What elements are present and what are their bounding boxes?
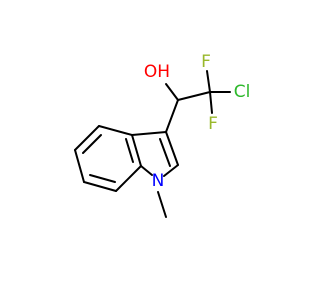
molecule-diagram: OH F F Cl N	[74, 52, 250, 218]
bond-n1-c7a	[140, 165, 153, 176]
bond-c2-n1	[163, 164, 179, 177]
atom-labels: OH F F Cl N	[144, 52, 250, 191]
bond-c6-c7-inner	[89, 174, 116, 183]
bond-c-f-bottom	[209, 91, 213, 114]
structure-drawing: OH F F Cl N	[74, 52, 250, 218]
bond-c7a-c3a	[131, 134, 142, 167]
bond-n1-methyl	[157, 191, 167, 218]
bond-c3a-c4	[98, 125, 133, 136]
bond-choh-o	[165, 83, 179, 101]
bond-c-f-top	[206, 70, 211, 93]
hydroxyl-label: OH	[144, 62, 170, 82]
fluorine-bottom-label: F	[208, 114, 218, 134]
bond-c7a-c3a-inner	[125, 138, 134, 163]
bonds	[74, 70, 231, 218]
bond-c3a-c3	[131, 131, 167, 136]
bond-choh-ccf2cl	[177, 91, 211, 101]
bond-c4-c5-inner	[82, 134, 102, 154]
nitrogen-label: N	[152, 171, 165, 191]
bond-c3-c2-inner	[159, 138, 171, 167]
bond-c4-c5	[74, 125, 100, 151]
bond-c7-c7a	[115, 165, 142, 192]
bond-c3-choh	[165, 99, 179, 133]
chlorine-label: Cl	[234, 82, 251, 102]
bond-c5-c6	[74, 149, 85, 183]
bond-c3-c2	[165, 131, 179, 166]
fluorine-top-label: F	[201, 52, 211, 72]
bond-c6-c7	[83, 181, 117, 192]
